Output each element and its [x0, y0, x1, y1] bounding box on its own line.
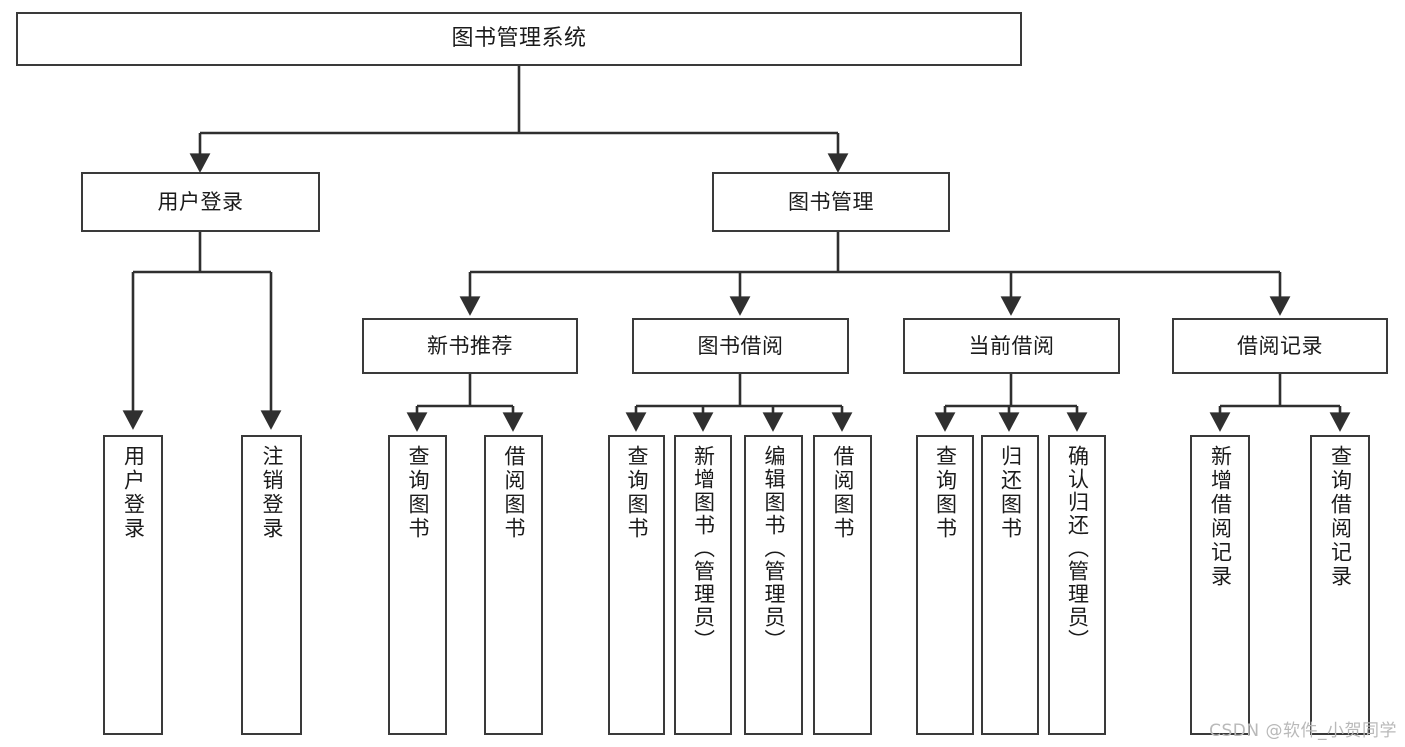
leaf-borrow-book-new[interactable]: 借阅图书 — [484, 435, 543, 735]
node-label: 确认归还（管理员） — [1065, 445, 1090, 652]
node-label: 借阅图书 — [831, 445, 855, 541]
node-label: 图书管理系统 — [451, 26, 587, 52]
node-current-borrowing[interactable]: 当前借阅 — [903, 318, 1120, 374]
node-user-login[interactable]: 用户登录 — [81, 172, 320, 232]
node-borrow-records[interactable]: 借阅记录 — [1172, 318, 1388, 374]
node-new-book-recommendation[interactable]: 新书推荐 — [362, 318, 578, 374]
node-label: 当前借阅 — [968, 333, 1055, 358]
leaf-logout[interactable]: 注销登录 — [241, 435, 302, 735]
leaf-query-book-new[interactable]: 查询图书 — [388, 435, 447, 735]
leaf-edit-book-admin[interactable]: 编辑图书（管理员） — [744, 435, 803, 735]
node-label: 图书管理 — [788, 189, 874, 214]
node-label: 图书借阅 — [697, 333, 784, 358]
node-label: 用户登录 — [121, 445, 146, 541]
leaf-query-borrow-record[interactable]: 查询借阅记录 — [1310, 435, 1370, 735]
node-label: 借阅图书 — [502, 445, 526, 541]
node-label: 用户登录 — [157, 189, 244, 214]
node-label: 查询图书 — [625, 445, 649, 541]
leaf-query-book-current[interactable]: 查询图书 — [916, 435, 974, 735]
leaf-add-borrow-record[interactable]: 新增借阅记录 — [1190, 435, 1250, 735]
leaf-borrow-book[interactable]: 借阅图书 — [813, 435, 872, 735]
node-label: 编辑图书（管理员） — [762, 445, 786, 652]
leaf-return-book[interactable]: 归还图书 — [981, 435, 1039, 735]
node-label: 注销登录 — [260, 445, 284, 541]
node-book-borrowing[interactable]: 图书借阅 — [632, 318, 849, 374]
leaf-confirm-return-admin[interactable]: 确认归还（管理员） — [1048, 435, 1106, 735]
leaf-add-book-admin[interactable]: 新增图书（管理员） — [674, 435, 732, 735]
node-root-book-management-system[interactable]: 图书管理系统 — [16, 12, 1022, 66]
node-book-management[interactable]: 图书管理 — [712, 172, 950, 232]
node-label: 新书推荐 — [427, 333, 513, 358]
node-label: 新增借阅记录 — [1208, 445, 1233, 589]
node-label: 查询借阅记录 — [1328, 445, 1353, 589]
node-label: 借阅记录 — [1237, 333, 1323, 358]
node-label: 归还图书 — [998, 445, 1023, 541]
node-label: 查询图书 — [933, 445, 958, 541]
node-label: 新增图书（管理员） — [691, 445, 716, 652]
leaf-query-book-borrow[interactable]: 查询图书 — [608, 435, 665, 735]
leaf-user-login[interactable]: 用户登录 — [103, 435, 163, 735]
node-label: 查询图书 — [406, 445, 430, 541]
